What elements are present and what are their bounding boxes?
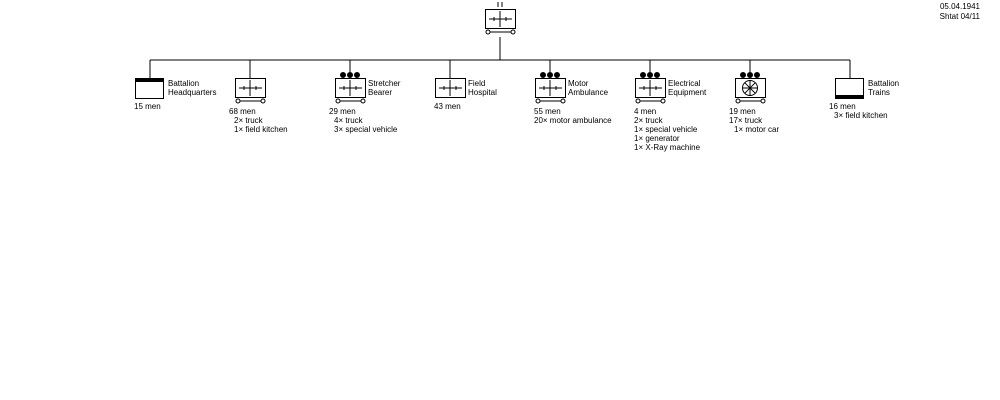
trains-symbol	[835, 78, 864, 99]
hq-label-line1: Battalion	[168, 79, 200, 88]
date-line: 05.04.1941	[939, 2, 980, 11]
electrical-stat-special: 1× special vehicle	[634, 125, 698, 134]
electrical-stat-xray: 1× X-Ray machine	[634, 143, 701, 152]
motor-transport-symbol	[735, 72, 766, 104]
trains-label: Battalion Trains	[868, 79, 899, 97]
motor-transport-stat-men: 19 men	[729, 107, 756, 116]
trains-label-line1: Battalion	[868, 79, 900, 88]
electrical-stat-generator: 1× generator	[634, 134, 680, 143]
electrical-label-line1: Electrical	[668, 79, 701, 88]
hq-stat-men: 15 men	[134, 102, 161, 111]
trains-stat-kitchen: 3× field kitchen	[834, 111, 888, 120]
battalion-symbol	[485, 2, 516, 35]
stretcher-stat-men: 29 men	[329, 107, 356, 116]
electrical-stat-men: 4 men	[634, 107, 657, 116]
date-stamp: 05.04.1941 Shtat 04/11	[940, 2, 980, 22]
electrical-stats: 4 men 2× truck 1× special vehicle 1× gen…	[634, 107, 700, 152]
motor-transport-stat-car: 1× motor car	[734, 125, 780, 134]
electrical-symbol	[635, 72, 666, 104]
electrical-label-line2: Equipment	[668, 88, 707, 97]
motor-transport-stats: 19 men 17× truck 1× motor car	[729, 107, 779, 134]
company-stat-kitchen: 1× field kitchen	[234, 125, 288, 134]
company-stat-men: 68 men	[229, 107, 256, 116]
company-stat-truck: 2× truck	[234, 116, 263, 125]
field-hospital-label-line2: Hospital	[468, 88, 497, 97]
stretcher-label: Stretcher Bearer	[368, 79, 400, 97]
trains-label-line2: Trains	[868, 88, 890, 97]
stretcher-stats: 29 men 4× truck 3× special vehicle	[329, 107, 397, 134]
trains-stat-men: 16 men	[829, 102, 856, 111]
field-hospital-label-line1: Field	[468, 79, 486, 88]
stretcher-stat-truck: 4× truck	[334, 116, 363, 125]
ambulance-label-line1: Motor	[568, 79, 589, 88]
doc-id-line: Shtat 04/11	[939, 12, 980, 21]
electrical-stat-truck: 2× truck	[634, 116, 663, 125]
ambulance-stats: 55 men 20× motor ambulance	[534, 107, 612, 125]
company-stats: 68 men 2× truck 1× field kitchen	[229, 107, 288, 134]
hq-label: Battalion Headquarters	[168, 79, 216, 97]
company-symbol	[235, 78, 266, 104]
trains-stats: 16 men 3× field kitchen	[829, 102, 888, 120]
field-hospital-stats: 43 men	[434, 102, 461, 111]
ambulance-stat-men: 55 men	[534, 107, 561, 116]
field-hospital-label: Field Hospital	[468, 79, 497, 97]
hq-label-line2: Headquarters	[168, 88, 217, 97]
hq-symbol	[135, 78, 164, 99]
hq-stats: 15 men	[134, 102, 161, 111]
stretcher-symbol	[335, 72, 366, 104]
ambulance-stat-vehicles: 20× motor ambulance	[534, 116, 612, 125]
connector-lines	[149, 37, 851, 78]
ambulance-label-line2: Ambulance	[568, 88, 609, 97]
stretcher-label-line2: Bearer	[368, 88, 393, 97]
motor-transport-stat-truck: 17× truck	[729, 116, 763, 125]
stretcher-label-line1: Stretcher	[368, 79, 401, 88]
field-hospital-symbol	[435, 78, 466, 98]
electrical-label: Electrical Equipment	[668, 79, 706, 97]
ambulance-label: Motor Ambulance	[568, 79, 608, 97]
stretcher-stat-special: 3× special vehicle	[334, 125, 398, 134]
field-hospital-stat-men: 43 men	[434, 102, 461, 111]
ambulance-symbol	[535, 72, 566, 104]
